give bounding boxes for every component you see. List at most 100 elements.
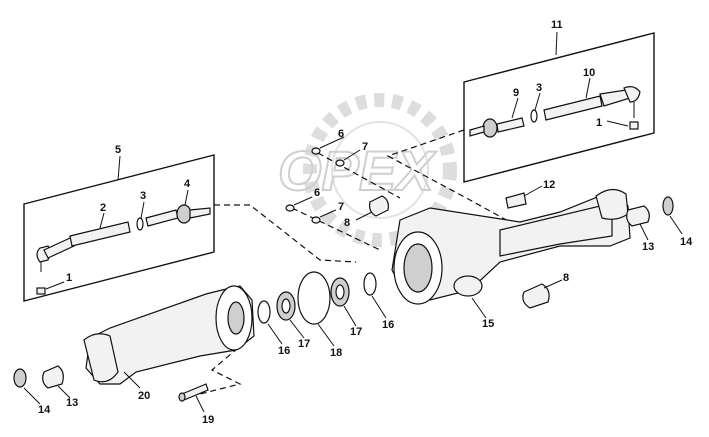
leader-10 — [585, 77, 591, 99]
callout-5: 5 — [115, 144, 121, 156]
tag-12: 12 — [505, 179, 555, 209]
bearing-17-left-inner — [281, 298, 291, 314]
callout-11: 11 — [551, 19, 563, 31]
right-knuckle-yoke — [595, 188, 629, 220]
callout-14-right: 14 — [680, 236, 693, 248]
leader-19 — [195, 395, 205, 413]
callout-8-upper: 8 — [344, 217, 350, 229]
dash-bolt-6-lower — [291, 207, 381, 251]
leader-8-lower — [543, 279, 563, 289]
leader-20 — [123, 371, 141, 389]
right-bearing-group: 13 14 — [626, 196, 693, 253]
group-box-5 — [23, 154, 215, 302]
leader-5 — [117, 155, 121, 181]
callout-3-left: 3 — [140, 190, 146, 202]
inner-rod-joint-right — [482, 118, 498, 138]
leader-1-left — [45, 281, 65, 290]
left-housing-bore — [227, 301, 245, 335]
callout-17-right: 17 — [350, 326, 362, 338]
callout-8-lower: 8 — [563, 272, 569, 284]
callout-13-right: 13 — [642, 241, 654, 253]
leader-13-right — [639, 223, 649, 241]
leader-1-right — [606, 120, 629, 127]
ring-16-right — [363, 272, 377, 296]
callout-13-left: 13 — [66, 397, 78, 409]
bolt-19-group: 19 — [178, 383, 214, 426]
leader-7-upper — [343, 149, 361, 161]
tie-rod-sleeve-10 — [543, 95, 603, 121]
dash-left-tierod — [214, 204, 357, 263]
housing-pinion-boss — [453, 275, 483, 297]
dash-right-tierod — [386, 129, 511, 223]
leader-16-right — [371, 295, 387, 319]
leader-18 — [317, 323, 335, 347]
leader-9 — [511, 97, 519, 119]
tie-rod-sleeve-2 — [69, 221, 131, 247]
inner-rod — [145, 209, 179, 227]
left-bearing-group: 13 14 — [13, 365, 78, 416]
leader-6-lower — [293, 196, 313, 206]
left-axle-housing: 20 — [83, 285, 255, 402]
callout-2: 2 — [100, 202, 106, 214]
callout-16-right: 16 — [382, 319, 394, 331]
stud-7-upper — [335, 159, 345, 167]
callout-4: 4 — [184, 178, 191, 190]
inner-rod-stub — [189, 207, 211, 219]
leader-13-left — [57, 385, 71, 399]
stud-7-lower — [311, 216, 321, 224]
callout-14-left: 14 — [38, 404, 51, 416]
seal-14-left — [13, 368, 27, 388]
center-seal-stack: 16 17 18 17 16 — [257, 271, 394, 359]
callout-3-right: 3 — [536, 82, 542, 94]
cap-8-lower-group: 8 — [522, 272, 569, 309]
tag-plate — [505, 192, 527, 209]
callout-20: 20 — [138, 390, 150, 402]
leader-15 — [471, 297, 487, 319]
leader-11 — [555, 31, 558, 56]
watermark-text: OPEX — [278, 139, 437, 202]
bolt-19 — [181, 383, 209, 401]
tie-rod-end-ball-right — [623, 86, 641, 103]
clamp-3-right — [530, 109, 538, 123]
assembly-dash-lines — [199, 129, 511, 395]
leader-6-upper — [319, 136, 345, 149]
inner-rod-9 — [496, 117, 525, 133]
inner-rod-stub-right — [469, 125, 485, 137]
leader-4 — [184, 189, 189, 206]
callout-6-lower: 6 — [314, 187, 320, 199]
seal-14-right — [662, 196, 674, 216]
leader-3-right — [534, 92, 541, 111]
callout-7-upper: 7 — [362, 141, 368, 153]
cap-8-upper — [369, 195, 389, 217]
housing-bore — [403, 243, 433, 293]
bolt-19-head — [178, 392, 186, 402]
callout-9: 9 — [513, 87, 519, 99]
bolt-6-lower — [285, 204, 295, 212]
callout-19: 19 — [202, 414, 214, 426]
leader-2 — [99, 212, 105, 229]
bolts-group: 6 7 6 7 8 — [285, 128, 389, 229]
callout-1-right: 1 — [596, 117, 602, 129]
callout-15: 15 — [482, 318, 494, 330]
left-knuckle-yoke — [83, 333, 119, 383]
leader-14-left — [23, 387, 41, 405]
tie-rod-group-left: 5 1 2 3 4 — [23, 144, 215, 302]
nut-1-right — [629, 121, 639, 130]
leader-7-lower — [319, 209, 337, 218]
callout-18: 18 — [330, 347, 342, 359]
leader-14-right — [669, 215, 683, 235]
bolt-6-upper — [311, 147, 321, 155]
group-box-11 — [463, 32, 655, 183]
tie-rod-end-arm — [43, 237, 75, 259]
leader-12 — [523, 185, 543, 197]
bearing-17-right-inner — [335, 284, 345, 300]
clamp-3-left — [136, 217, 144, 231]
callout-6-upper: 6 — [338, 128, 344, 140]
cap-8-lower — [522, 283, 550, 309]
watermark-logo: OPEX — [277, 93, 457, 247]
callout-12: 12 — [543, 179, 555, 191]
leader-16-left — [267, 323, 283, 345]
leader-8-upper — [355, 211, 373, 221]
